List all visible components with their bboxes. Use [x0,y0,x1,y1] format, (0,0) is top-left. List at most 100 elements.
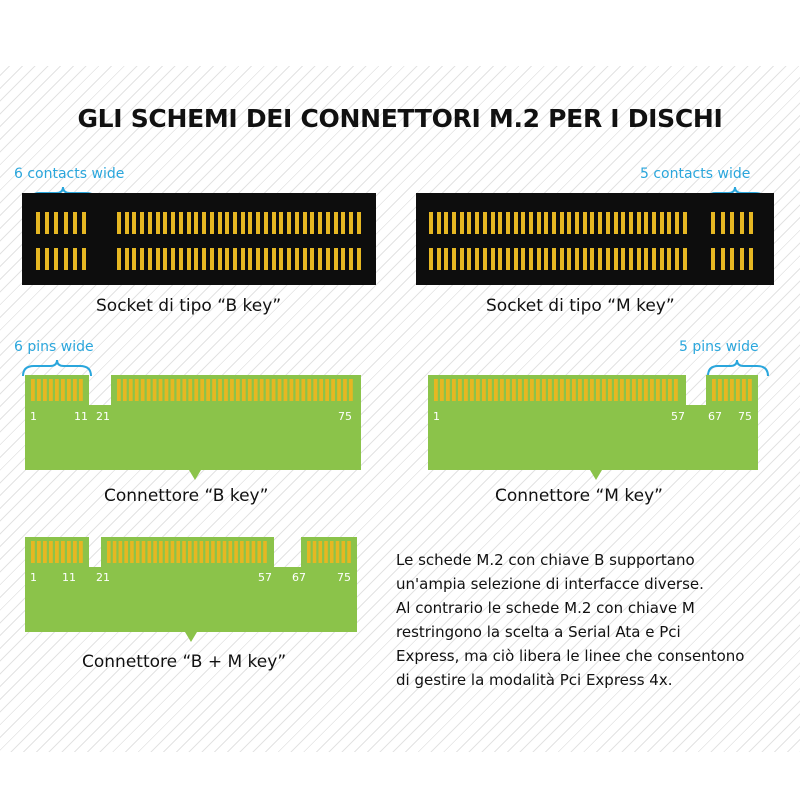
socket-contact [536,248,541,270]
socket-contact [621,248,626,270]
socket-contact [498,212,503,234]
gold-pin [343,379,347,401]
socket-contact [356,212,361,234]
gold-pin [251,541,256,563]
socket-contact [711,212,715,234]
socket-contact [575,212,580,234]
gold-pin [602,379,606,401]
gold-pin [31,541,35,563]
socket-contact [171,212,176,234]
socket-contact [209,248,214,270]
gold-pin [107,541,111,563]
socket-contact [356,248,361,270]
connector-m-pin-57: 57 [671,410,685,423]
gold-pin [228,541,233,563]
connector-bm-pin-57: 57 [258,571,272,584]
socket-contact [482,212,487,234]
socket-contact [271,248,276,270]
gold-pin [548,379,552,401]
socket-contact [711,248,715,270]
connector-bm-board [25,537,357,642]
socket-contact [333,212,338,234]
gold-pin [241,379,246,401]
socket-contact [651,212,656,234]
socket-contact [528,248,533,270]
socket-contact [459,212,464,234]
socket-contact [186,212,191,234]
socket-contact [544,248,549,270]
socket-contact [294,212,299,234]
gold-pin [164,541,169,563]
socket-contact [287,212,292,234]
socket-contact [582,248,587,270]
gold-pin [193,541,198,563]
socket-m-key-contacts [711,212,753,270]
gold-pin [79,541,83,563]
gold-pin [319,379,324,401]
socket-contact [467,248,472,270]
socket-contact [628,248,633,270]
socket-contact [452,248,457,270]
socket-contact [436,212,441,234]
gold-pin [222,541,227,563]
socket-contact [263,248,268,270]
socket-contact [178,248,183,270]
gold-pin [170,541,175,563]
gold-pin [43,541,47,563]
socket-contact [730,212,734,234]
socket-contact [72,212,77,234]
socket-contact [613,212,618,234]
description-line: Le schede M.2 con chiave B supportano [396,551,695,569]
socket-contact [459,248,464,270]
description-line: un'ampia selezione di interfacce diverse… [396,575,704,593]
gold-pin [632,379,636,401]
socket-contact [155,248,160,270]
gold-pin [67,541,71,563]
socket-contact [132,212,137,234]
gold-pin [257,541,262,563]
gold-pin [31,379,35,401]
gold-pin [128,379,133,401]
connector-b-caption: Connettore “B key” [104,486,269,506]
gold-pin [446,379,450,401]
socket-contact [513,212,518,234]
gold-pin [134,379,139,401]
socket-contact [155,212,160,234]
gold-pin [176,541,181,563]
gold-pin [742,379,746,401]
gold-pin [55,379,59,401]
socket-contact [659,248,664,270]
socket-contact [498,248,503,270]
socket-contact [36,248,40,270]
connector-m-board [428,375,758,480]
socket-contact [559,248,564,270]
connector-bm-pin-75: 75 [337,571,351,584]
gold-pin [212,379,216,401]
socket-contact [45,248,50,270]
socket-contact [217,248,222,270]
description-line: Express, ma ciò libera le linee che cons… [396,647,745,665]
socket-contact [667,248,672,270]
gold-pin [464,379,468,401]
gold-pin [318,541,323,563]
gold-pin [182,379,187,401]
connector-m-pin-1: 1 [433,410,440,423]
socket-contact [590,212,595,234]
gold-pin [240,541,244,563]
socket-contact [559,212,564,234]
gold-pin [112,541,117,563]
gold-pin [253,379,258,401]
connector-m-caption: Connettore “M key” [495,486,663,506]
gold-pin [188,541,192,563]
connector-m-brace-icon [707,359,769,377]
gold-pin [724,379,728,401]
socket-b-caption: Socket di tipo “B key” [96,296,282,316]
gold-pin [506,379,510,401]
gold-pin [674,379,678,401]
socket-contact [240,248,245,270]
socket-contact [256,212,261,234]
socket-contact [567,248,572,270]
gold-pin [590,379,594,401]
gold-pin [620,379,624,401]
socket-contact [636,212,641,234]
